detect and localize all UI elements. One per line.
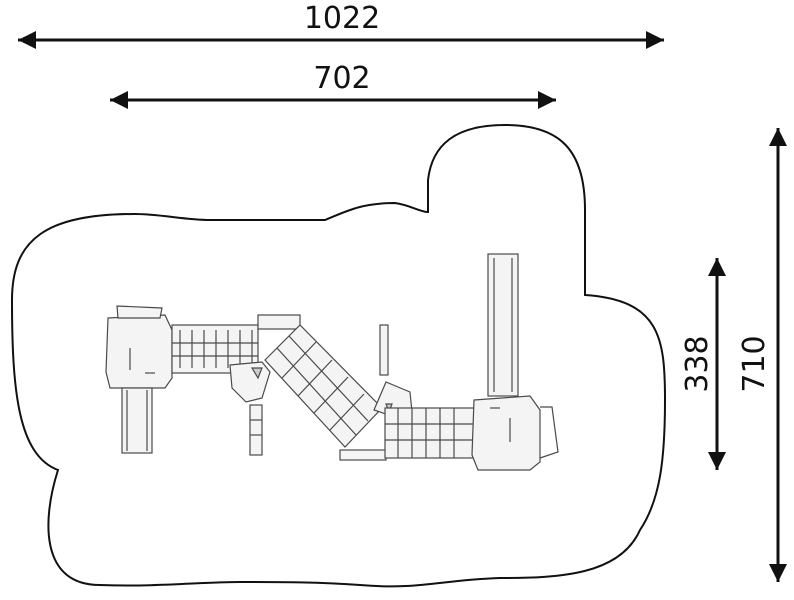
middle-left-platform [229, 361, 271, 403]
right-tall-slide [487, 253, 519, 397]
right-tower-platform [471, 395, 541, 471]
right-net-tunnel [384, 407, 476, 459]
overall-height-label: 710 [737, 335, 772, 392]
left-ladder [249, 404, 263, 456]
top-connector-platform [257, 314, 301, 330]
safety-zone-outline [10, 123, 667, 588]
bottom-connector-platform [339, 449, 387, 461]
diagonal-net-grid [276, 335, 369, 436]
right-net-grid [385, 408, 475, 458]
left-bridge-slats [172, 330, 258, 368]
inner-width-label: 702 [313, 61, 370, 96]
overall-width-label: 1022 [304, 1, 380, 36]
playground-equipment [105, 253, 559, 471]
left-tower-platform [105, 314, 173, 389]
central-pole [379, 324, 389, 376]
inner-height-label: 338 [680, 335, 715, 392]
right-side-rail [539, 406, 559, 459]
diagonal-net-bridge [264, 324, 383, 448]
middle-left-platform-mark [250, 367, 263, 380]
left-tower-roof [116, 305, 163, 319]
